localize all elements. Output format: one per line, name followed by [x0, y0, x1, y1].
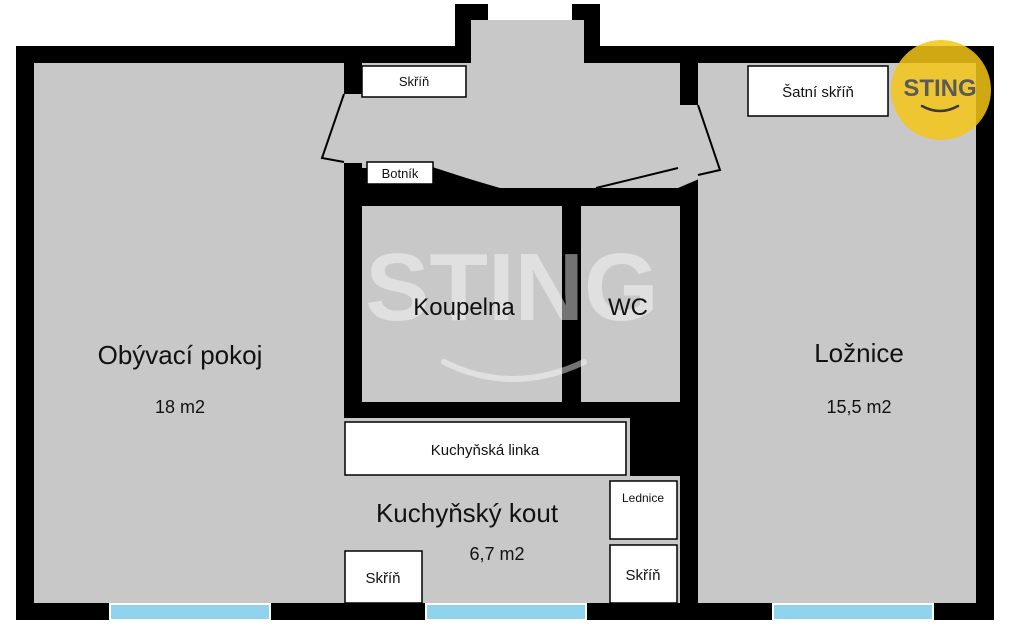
kitchen-name: Kuchyňský kout — [376, 498, 559, 528]
bedroom-area: 15,5 m2 — [826, 397, 891, 417]
logo-smile-icon — [920, 104, 960, 113]
bath-kitchen-wall — [344, 402, 680, 418]
window-kitchen — [425, 603, 587, 621]
svg-text:Botník: Botník — [382, 166, 419, 181]
wc-floor — [581, 206, 680, 402]
logo-text: STING — [903, 75, 976, 102]
watermark: STING — [365, 234, 659, 382]
watermark-text: STING — [365, 234, 658, 341]
svg-text:Skříň: Skříň — [365, 570, 400, 587]
living-room-floor — [34, 63, 344, 603]
door-swings — [320, 93, 722, 191]
bedroom-name: Ložnice — [814, 338, 904, 368]
svg-text:Šatní skříň: Šatní skříň — [782, 84, 854, 101]
svg-text:Lednice: Lednice — [622, 491, 664, 505]
hall-bath-wall-left — [362, 188, 432, 206]
walk-in-wardrobe: Šatní skříň — [747, 65, 889, 117]
hall-floor — [322, 20, 720, 188]
watermark-smile-icon — [441, 359, 587, 382]
logo-badge — [891, 40, 991, 140]
svg-text:Skříň: Skříň — [625, 567, 660, 584]
window-living-room — [109, 603, 271, 621]
kitchen-area: 6,7 m2 — [469, 544, 524, 564]
window-bedroom — [772, 603, 934, 621]
living-room-name: Obývací pokoj — [98, 340, 263, 370]
sting-logo: STING — [891, 40, 991, 140]
living-room-east-wall — [344, 163, 362, 418]
kitchen-wardrobe-right: Skříň — [609, 544, 678, 604]
bath-wc-wall — [562, 188, 581, 402]
svg-text:Skříň: Skříň — [399, 74, 429, 89]
hall-wardrobe: Skříň — [361, 65, 467, 98]
svg-text:Kuchyňská linka: Kuchyňská linka — [431, 442, 540, 459]
fridge: Lednice — [609, 480, 678, 540]
shoe-cabinet: Botník — [366, 161, 434, 185]
bathroom-floor — [362, 206, 562, 402]
kitchen-bedroom-wall — [680, 418, 698, 603]
wc-name: WC — [608, 294, 648, 321]
hall-living-pillar — [344, 63, 362, 94]
kitchen-counter: Kuchyňská linka — [344, 421, 627, 476]
living-room-area: 18 m2 — [155, 397, 205, 417]
hall-bedroom-pillar — [680, 63, 698, 105]
wc-bedroom-wall — [680, 188, 698, 418]
bathroom-name: Koupelna — [413, 294, 515, 321]
entrance-opening — [488, 4, 572, 20]
kitchen-wardrobe-left: Skříň — [344, 550, 423, 604]
bedroom-floor — [698, 63, 976, 603]
kitchen-wall-block — [630, 418, 680, 476]
hall-bath-wall-right — [500, 188, 596, 206]
